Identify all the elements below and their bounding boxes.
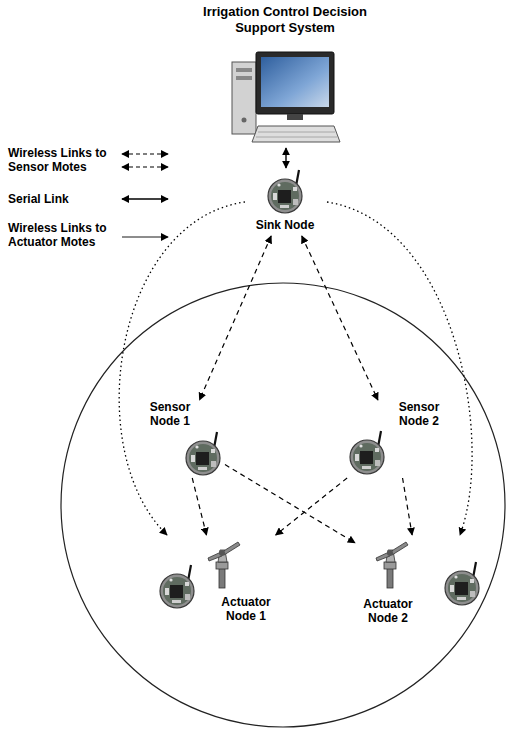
node-label: Actuator Node 2	[355, 597, 421, 626]
legend-text: Wireless Links to Actuator Motes	[8, 221, 120, 250]
actuator-mote	[160, 565, 194, 608]
legend-sample-dashed	[122, 166, 168, 167]
sprinkler-icon	[208, 542, 240, 588]
wireless-link	[403, 478, 413, 535]
legend-sample-dashed	[122, 153, 168, 154]
legend-sample-thin	[122, 237, 168, 238]
sprinkler-icon	[376, 542, 408, 588]
legend-text: Wireless Links to Sensor Motes	[8, 146, 120, 175]
wireless-link	[225, 465, 355, 543]
node-label: Sensor Node 2	[393, 400, 445, 429]
sensor-mote	[350, 431, 384, 474]
wireless-link	[302, 236, 378, 400]
serial-link	[285, 148, 286, 168]
sink-node: Sink Node	[245, 168, 327, 236]
actuator-link	[327, 202, 472, 535]
wireless-link	[200, 236, 272, 400]
field-region	[61, 283, 505, 727]
node-label: Sink Node	[245, 218, 325, 232]
node-label: Actuator Node 1	[213, 595, 279, 624]
sensor-mote	[186, 432, 220, 475]
wireless-link	[192, 478, 206, 535]
actuator-node: Actuator Node 1	[155, 535, 281, 627]
sensor-node: Sensor Node 1	[140, 400, 225, 478]
actuator-node: Actuator Node 2	[355, 535, 485, 629]
actuator-mote	[445, 562, 479, 605]
sensor-node: Sensor Node 2	[345, 400, 447, 478]
computer-icon	[232, 52, 340, 142]
computer-node: Irrigation Control Decision Support Syst…	[185, 4, 387, 148]
node-label: Irrigation Control Decision Support Syst…	[185, 4, 385, 35]
actuator-link	[119, 202, 245, 535]
node-label: Sensor Node 1	[140, 400, 200, 429]
sink-mote	[268, 170, 302, 213]
wireless-link	[276, 478, 347, 535]
legend-text: Serial Link	[8, 192, 120, 206]
legend-sample-solid	[122, 198, 168, 199]
